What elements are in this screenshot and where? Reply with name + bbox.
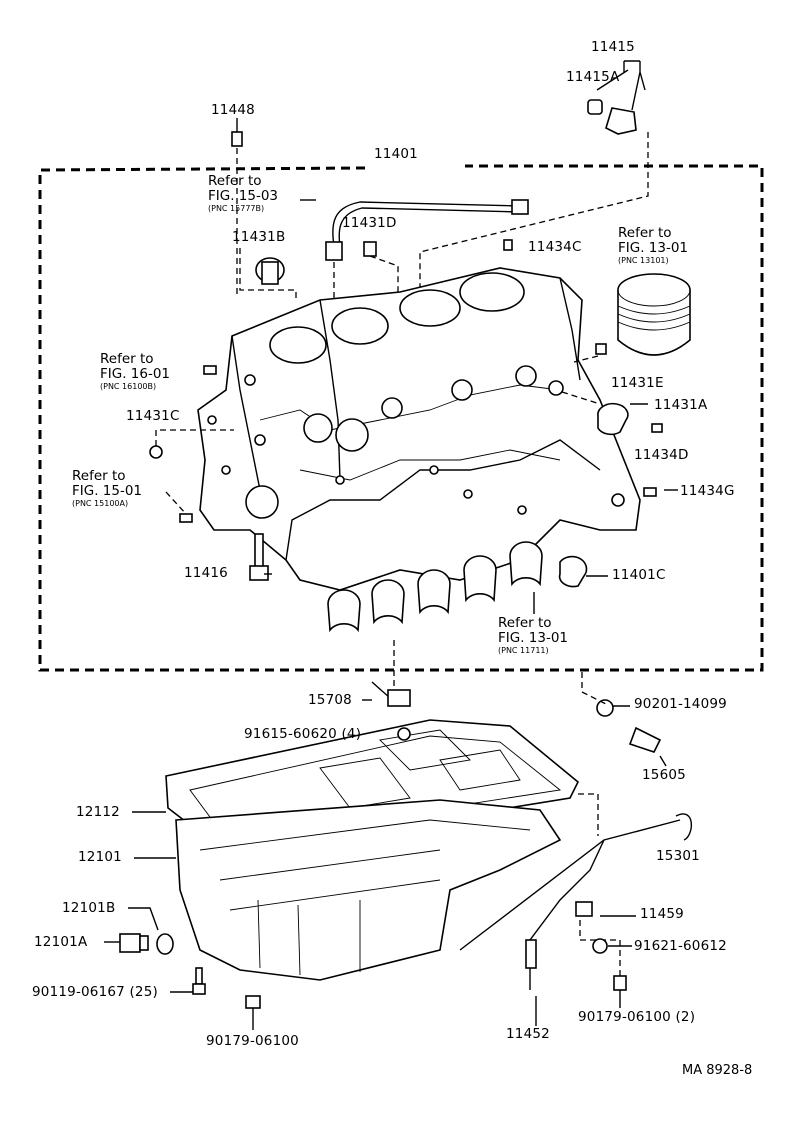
refer-pnc: (PNC 13101) [618, 256, 669, 265]
part-label-11415a: 11415A [566, 69, 620, 85]
refer-line2: FIG. 16-01 [100, 366, 171, 382]
leader-lines [104, 199, 678, 1026]
part-label-11415: 11415 [591, 39, 635, 55]
refer-pnc: (PNC 15100A) [72, 499, 129, 508]
part-label-91615-60620: 91615-60620 (4) [244, 726, 362, 742]
part-label-11416: 11416 [184, 565, 228, 581]
oil-level-sensor-icon [371, 672, 662, 753]
part-label-11431e: 11431E [611, 375, 664, 391]
part-label-12101b: 12101B [62, 900, 116, 916]
refer-pnc: (PNC 11711) [498, 646, 549, 655]
bolt-11416-icon [249, 533, 269, 581]
oil-gauge-icon [459, 813, 692, 991]
refer-fig-13-01-piston: Refer to FIG. 13-01 (PNC 13101) [618, 225, 689, 266]
part-label-11459: 11459 [640, 906, 684, 922]
refer-line2: FIG. 13-01 [618, 240, 689, 256]
refer-line1: Refer to [618, 225, 672, 241]
part-label-11452: 11452 [506, 1026, 550, 1042]
refer-fig-16-01: Refer to FIG. 16-01 (PNC 16100B) [100, 351, 171, 392]
part-label-11434g: 11434G [680, 483, 735, 499]
part-label-12112: 12112 [76, 804, 120, 820]
part-label-90119-06167: 90119-06167 (25) [32, 984, 158, 1000]
part-label-90179-06100-2: 90179-06100 (2) [578, 1009, 696, 1025]
part-label-90179-06100: 90179-06100 [206, 1033, 299, 1049]
refer-line1: Refer to [100, 351, 154, 367]
piston-icon [617, 273, 691, 356]
part-label-11434c: 11434C [528, 239, 582, 255]
oil-pressure-switch-icon [419, 60, 649, 290]
part-label-11431b: 11431B [232, 229, 286, 245]
plug-11448-icon [231, 118, 243, 295]
part-label-11434d: 11434D [634, 447, 689, 463]
cylinder-block-icon [197, 267, 641, 591]
part-label-11431c: 11431C [126, 408, 180, 424]
drain-plug-icon [119, 907, 261, 1030]
refer-line2: FIG. 13-01 [498, 630, 569, 646]
refer-line1: Refer to [498, 615, 552, 631]
refer-line1: Refer to [208, 173, 262, 189]
part-label-15708: 15708 [308, 692, 352, 708]
oil-pan-icon [175, 793, 599, 981]
refer-line2: FIG. 15-03 [208, 188, 279, 204]
assembly-border [38, 164, 764, 672]
part-label-15605: 15605 [642, 767, 686, 783]
refer-line1: Refer to [72, 468, 126, 484]
refer-pnc: (PNC 15777B) [208, 204, 265, 213]
refer-fig-13-01-bearing: Refer to FIG. 13-01 (PNC 11711) [498, 615, 569, 656]
part-label-91621-60612: 91621-60612 [634, 938, 727, 954]
part-label-15301: 15301 [656, 848, 700, 864]
refer-pnc: (PNC 16100B) [100, 382, 157, 391]
refer-fig-15-03: Refer to FIG. 15-03 (PNC 15777B) [208, 173, 279, 214]
part-label-11431a: 11431A [654, 397, 708, 413]
main-bearings-icon [327, 541, 588, 688]
part-label-11431d: 11431D [342, 215, 397, 231]
block-plugs-icon [149, 239, 663, 523]
refer-line2: FIG. 15-01 [72, 483, 143, 499]
part-label-12101: 12101 [78, 849, 122, 865]
refer-fig-15-01: Refer to FIG. 15-01 (PNC 15100A) [72, 468, 143, 509]
diagram-code: MA 8928-8 [682, 1063, 753, 1078]
part-label-11448: 11448 [211, 102, 255, 118]
part-label-90201-14099: 90201-14099 [634, 696, 727, 712]
part-label-11401: 11401 [374, 146, 418, 162]
part-label-11401c: 11401C [612, 567, 666, 583]
part-label-12101a: 12101A [34, 934, 88, 950]
